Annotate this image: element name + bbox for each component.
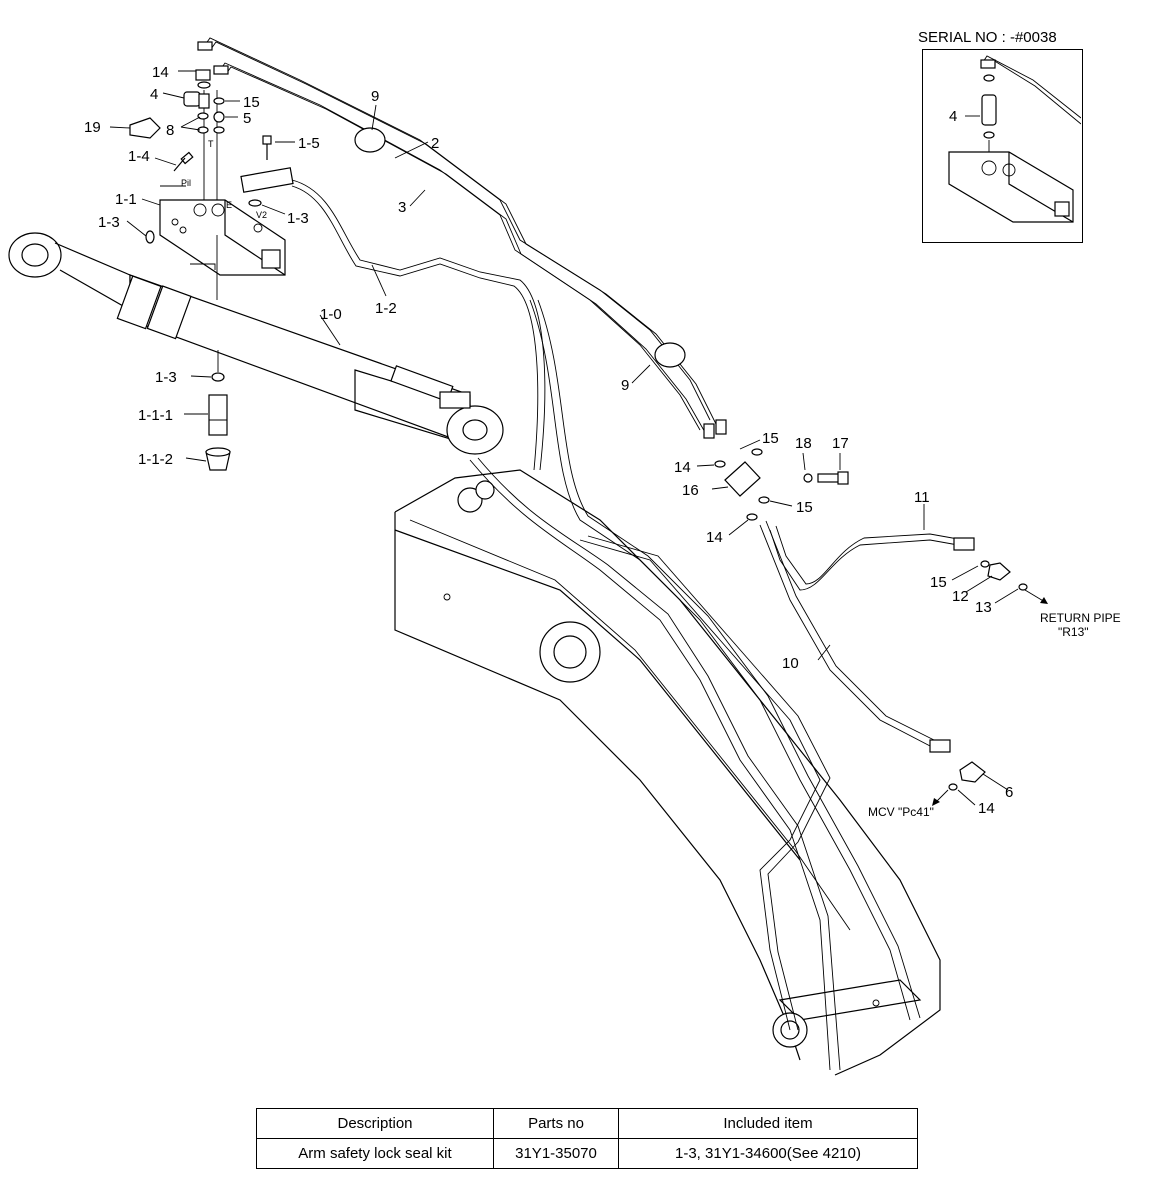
return-pipe-note-line1: RETURN PIPE	[1040, 611, 1121, 625]
callout-leaders	[109, 70, 1019, 806]
arm-safety-lock-cylinder	[8, 232, 504, 455]
return-pipe-note-line2: "R13"	[1058, 625, 1089, 639]
callout-1-2: 1-2	[375, 300, 397, 317]
callout-1-1: 1-1	[115, 191, 137, 208]
port-v2-label: V2	[256, 210, 267, 220]
callout-15-a: 15	[762, 430, 779, 447]
callout-11: 11	[914, 489, 930, 506]
hoses-2-3	[197, 37, 727, 439]
boom-hydraulic-lines	[469, 299, 921, 1071]
callout-14-b: 14	[706, 529, 723, 546]
callout-3: 3	[398, 199, 406, 216]
callout-1-3-left: 1-3	[98, 214, 120, 231]
notes: RETURN PIPE "R13" MCV "Pc41"	[868, 611, 1121, 819]
cell-included-item: 1-3, 31Y1-34600(See 4210)	[618, 1138, 918, 1169]
callout-1-1-2: 1-1-2	[138, 451, 173, 468]
callout-2: 2	[431, 135, 439, 152]
callout-1-5: 1-5	[298, 135, 320, 152]
callout-4: 4	[150, 86, 158, 103]
cell-description: Arm safety lock seal kit	[256, 1138, 494, 1169]
pipes-10-11	[714, 448, 1028, 791]
callout-8: 8	[166, 122, 174, 139]
callout-1-3-low: 1-3	[155, 369, 177, 386]
callout-13: 13	[975, 599, 992, 616]
cell-parts-no: 31Y1-35070	[493, 1138, 619, 1169]
callout-15-c: 15	[930, 574, 947, 591]
mcv-note: MCV "Pc41"	[868, 805, 934, 819]
callout-12: 12	[952, 588, 969, 605]
header-included-item: Included item	[618, 1108, 918, 1139]
callout-17: 17	[832, 435, 849, 452]
callout-16: 16	[682, 482, 699, 499]
inset-serial-label: SERIAL NO : -#0038	[918, 29, 1057, 46]
hose-1-2	[240, 167, 546, 471]
callout-labels: 14 4 15 5 8 19 1-4 1-5 1-1 1-3 1-3 1-2 1…	[84, 64, 1013, 817]
callout-6: 6	[1005, 784, 1013, 801]
port-e-label: E	[226, 200, 232, 210]
callout-14: 14	[152, 64, 169, 81]
inset-callout-4: 4	[949, 108, 957, 125]
boom	[394, 469, 941, 1076]
hydraulic-parts-diagram: E V2 T Pil	[8, 37, 1121, 1076]
callout-15: 15	[243, 94, 260, 111]
callout-10: 10	[782, 655, 799, 672]
callout-9-mid: 9	[621, 377, 629, 394]
inset-panel: 4	[922, 49, 1083, 243]
seal-kit-table: Description Parts no Included item Arm s…	[256, 1108, 918, 1169]
header-parts-no: Parts no	[493, 1108, 619, 1139]
table-header-row: Description Parts no Included item	[256, 1108, 918, 1139]
port-t-label: T	[208, 139, 214, 149]
inset-drawing: 4	[948, 55, 1082, 223]
safety-valve-block: E V2 T Pil	[159, 139, 286, 276]
callout-15-b: 15	[796, 499, 813, 516]
callout-18: 18	[795, 435, 812, 452]
callout-1-3-right: 1-3	[287, 210, 309, 227]
callout-14-a: 14	[674, 459, 691, 476]
table-row: Arm safety lock seal kit 31Y1-35070 1-3,…	[256, 1138, 918, 1169]
callout-1-0: 1-0	[320, 306, 342, 323]
port-pil-label: Pil	[181, 178, 191, 188]
fittings-top	[129, 69, 272, 471]
callout-5: 5	[243, 110, 251, 127]
callout-1-1-1: 1-1-1	[138, 407, 173, 424]
callout-1-4: 1-4	[128, 148, 150, 165]
callout-19: 19	[84, 119, 101, 136]
callout-14-c: 14	[978, 800, 995, 817]
callout-9-top: 9	[371, 88, 379, 105]
arrows	[932, 589, 1048, 806]
header-description: Description	[256, 1108, 494, 1139]
